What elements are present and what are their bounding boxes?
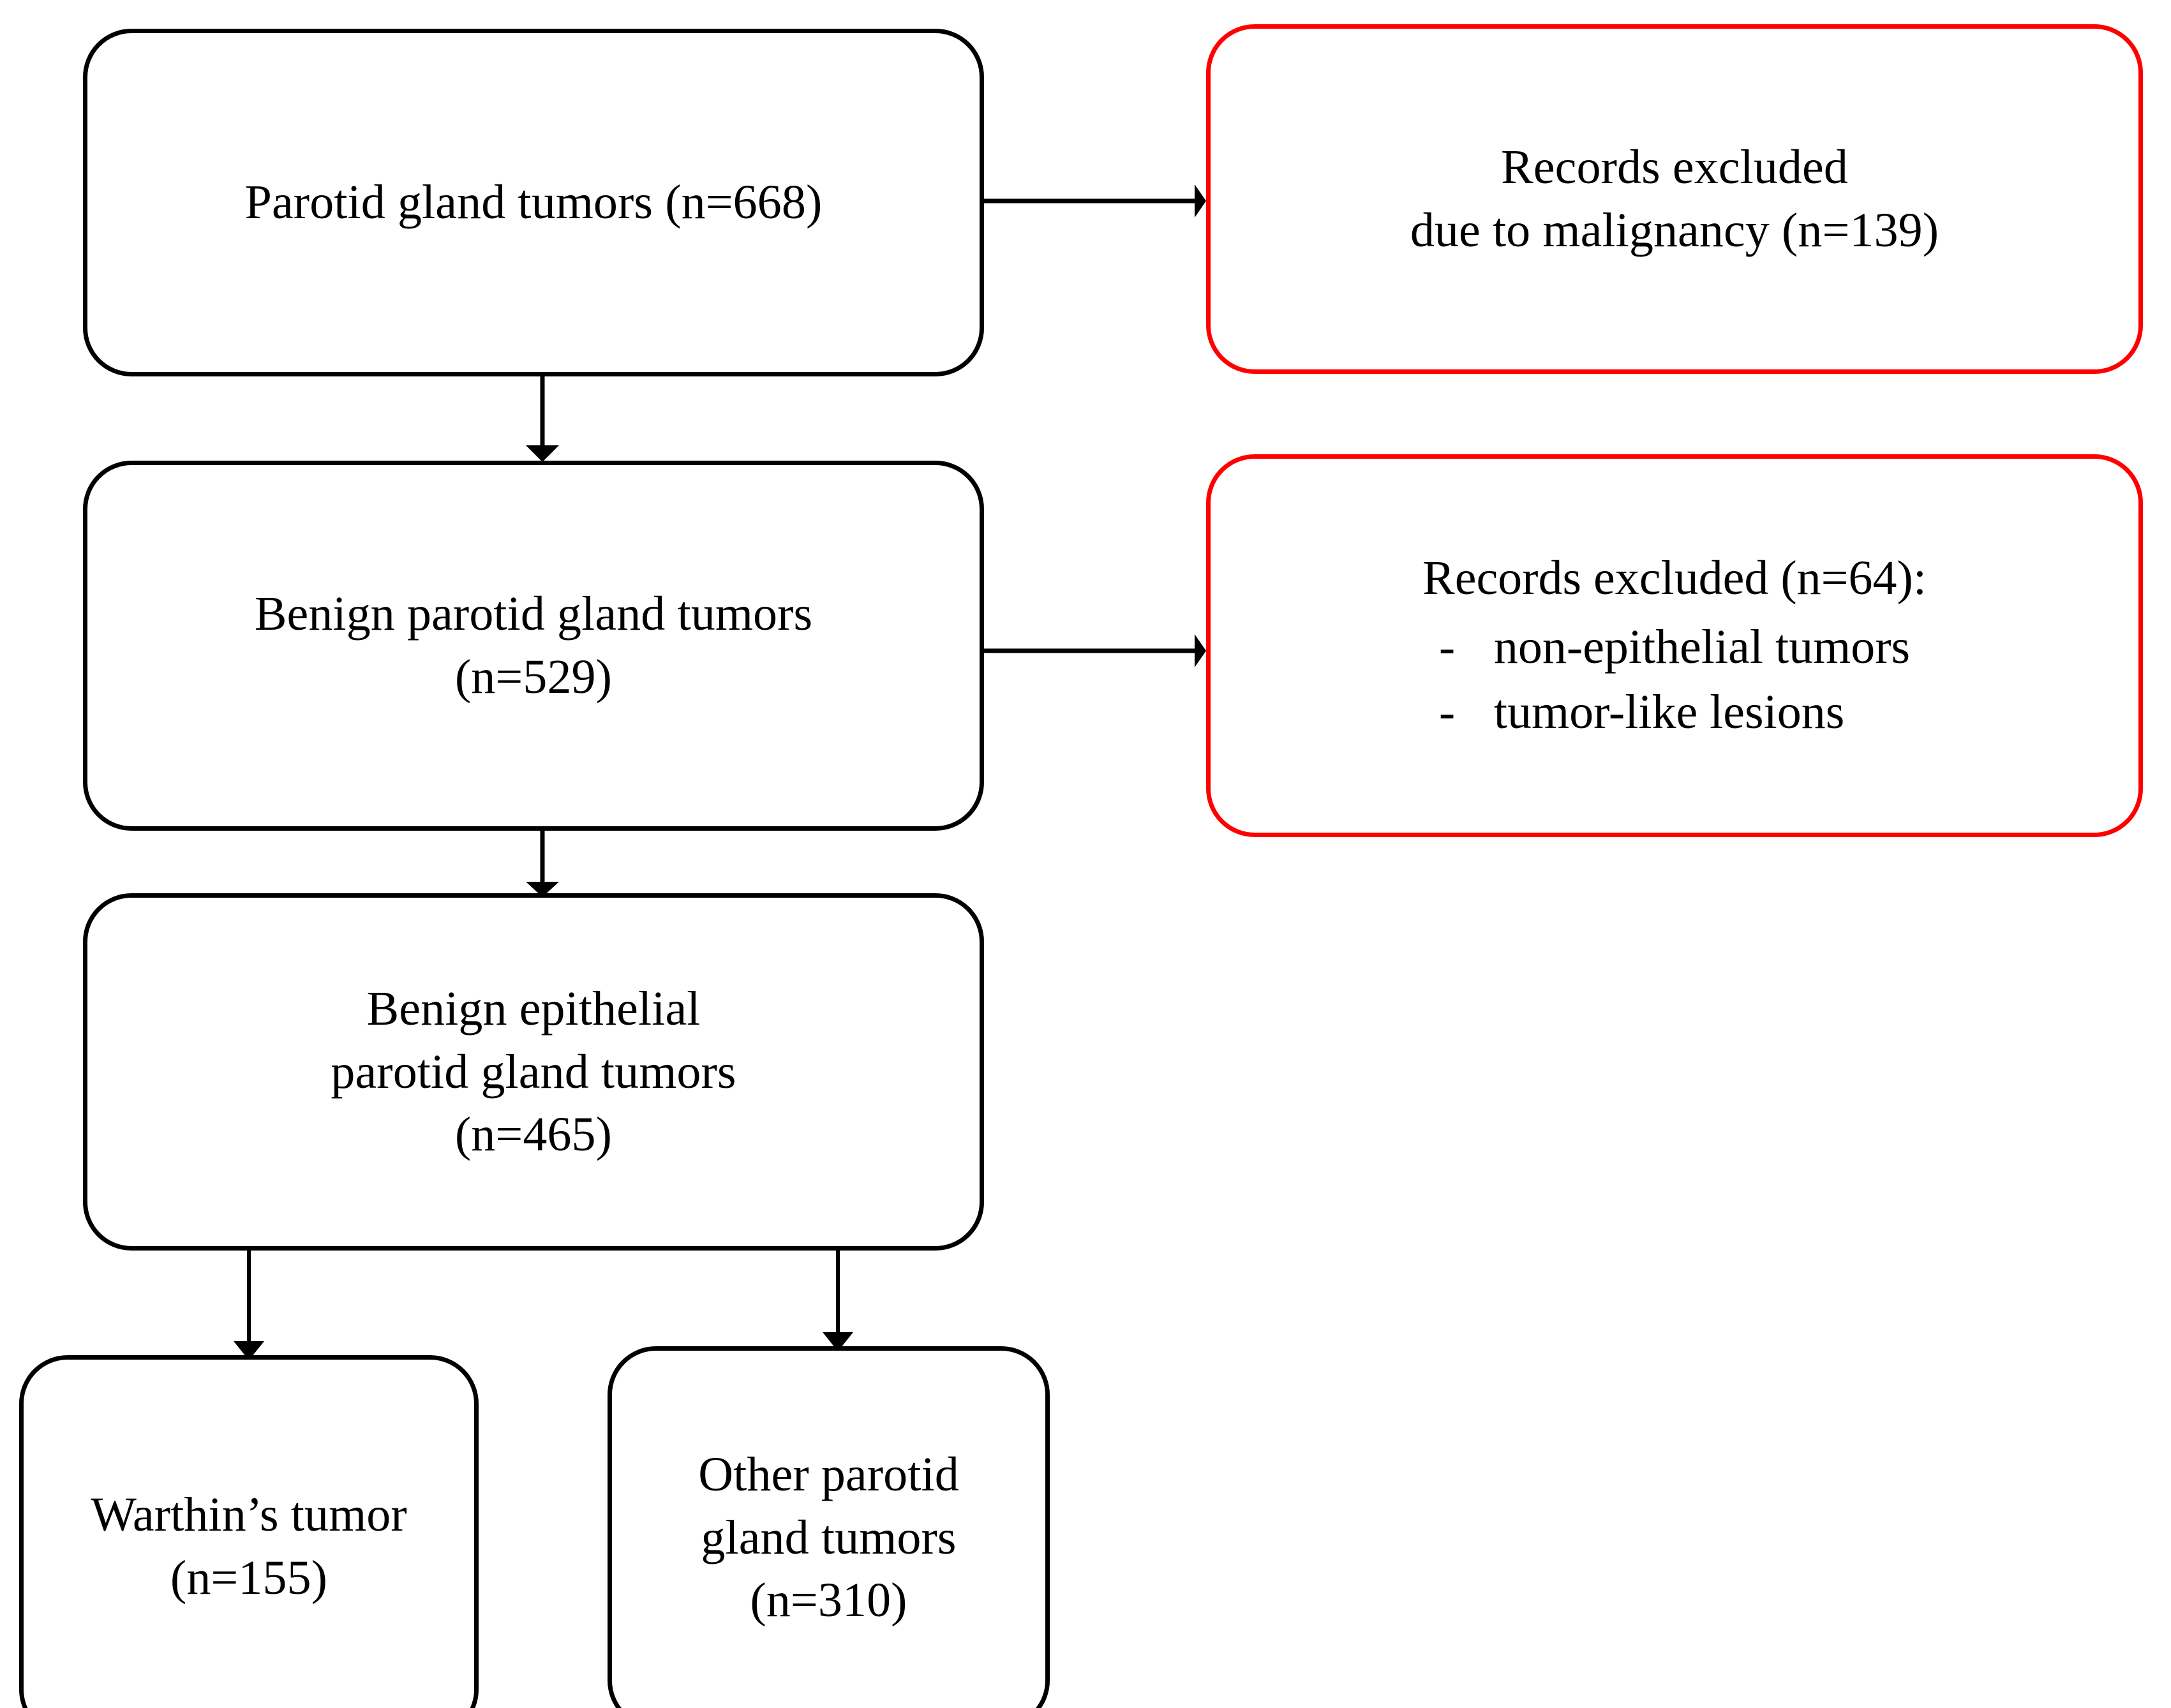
node-benign-epithelial-parotid-gland-tumors-label: Benign epithelial parotid gland tumors (… <box>331 981 736 1162</box>
node-warthins-tumor[interactable]: Warthin’s tumor (n=155) <box>19 1355 479 1708</box>
node-records-excluded-malignancy[interactable]: Records excluded due to malignancy (n=13… <box>1206 24 2143 374</box>
node-warthins-tumor-label: Warthin’s tumor (n=155) <box>91 1488 407 1605</box>
bullet-marker-icon: - <box>1438 620 1456 674</box>
node-parotid-gland-tumors-label: Parotid gland tumors (n=668) <box>244 175 823 230</box>
connector-benign-to-benign-epithelial <box>514 831 571 901</box>
node-benign-parotid-gland-tumors-label: Benign parotid gland tumors (n=529) <box>254 587 813 704</box>
list-item: - non-epithelial tumors <box>1439 615 1910 680</box>
list-item-label: non-epithelial tumors <box>1493 620 1911 674</box>
list-item-label: tumor-like lesions <box>1493 685 1845 739</box>
node-parotid-gland-tumors[interactable]: Parotid gland tumors (n=668) <box>83 29 984 376</box>
records-excluded-list: - non-epithelial tumors - tumor-like les… <box>1439 615 1910 745</box>
node-benign-epithelial-parotid-gland-tumors[interactable]: Benign epithelial parotid gland tumors (… <box>83 893 984 1251</box>
connector-parotid-to-benign <box>514 376 571 466</box>
list-item: - tumor-like lesions <box>1439 680 1910 745</box>
records-excluded-block: Records excluded (n=64): - non-epithelia… <box>1414 546 1936 745</box>
node-benign-parotid-gland-tumors[interactable]: Benign parotid gland tumors (n=529) <box>83 461 984 831</box>
node-records-excluded-criteria[interactable]: Records excluded (n=64): - non-epithelia… <box>1206 454 2143 837</box>
connector-epithelial-to-other <box>809 1251 867 1354</box>
node-other-parotid-gland-tumors-label: Other parotid gland tumors (n=310) <box>698 1447 959 1628</box>
node-records-excluded-malignancy-label: Records excluded due to malignancy (n=13… <box>1410 140 1939 257</box>
connector-benign-to-excluded-records <box>984 613 1214 689</box>
node-other-parotid-gland-tumors[interactable]: Other parotid gland tumors (n=310) <box>608 1346 1050 1708</box>
connector-parotid-to-excluded-malignancy <box>984 163 1214 239</box>
connector-epithelial-to-warthin <box>220 1251 278 1363</box>
bullet-marker-icon: - <box>1438 685 1456 739</box>
records-excluded-heading: Records excluded (n=64): <box>1422 551 1927 605</box>
